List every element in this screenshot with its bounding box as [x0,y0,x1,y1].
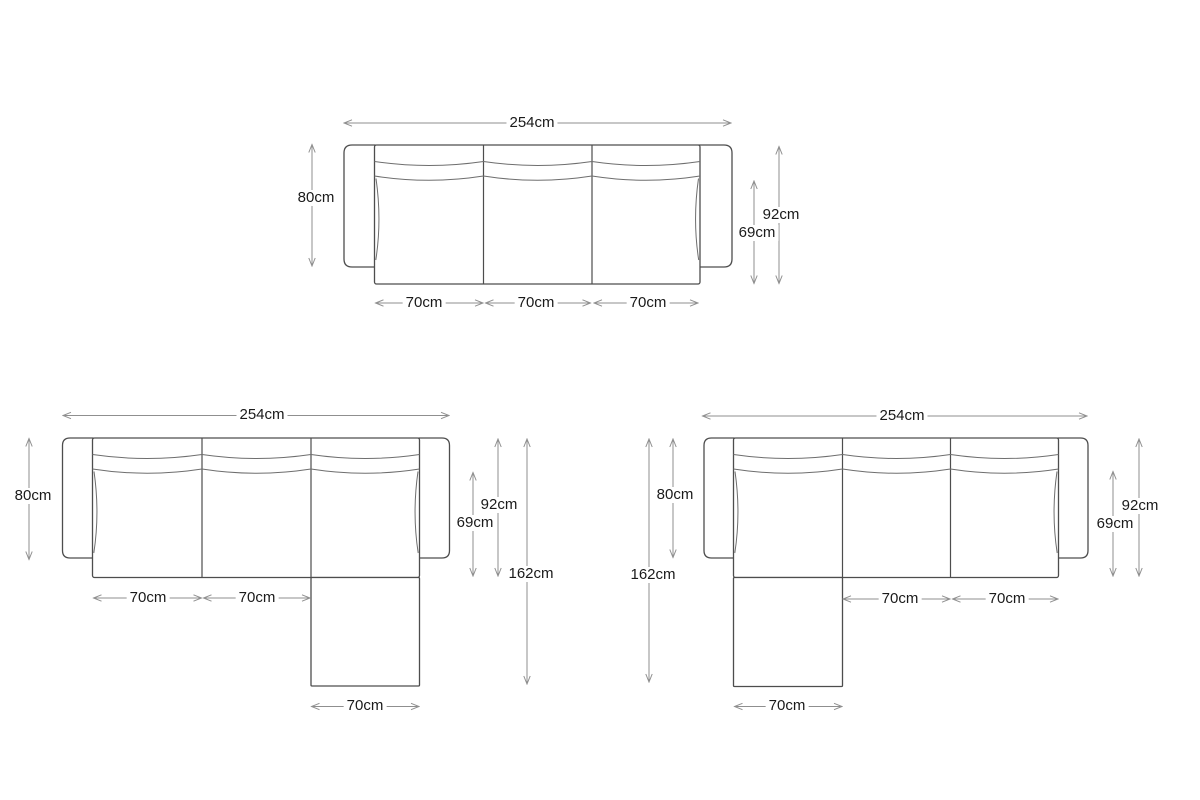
dim-label-seat-width-1: 70cm [126,590,170,606]
side-cushion-curve [375,178,380,261]
seat-body [732,437,1060,579]
chaise-right-sofa-drawing [61,437,451,687]
dim-label-arm-depth: 80cm [294,190,338,206]
dim-label-seat-width-1: 70cm [878,591,922,607]
dim-label-arm-depth: 80cm [11,488,55,504]
back-cushion-line [374,160,701,166]
left-armrest [61,437,94,559]
side-cushion-curve [695,178,700,261]
dim-label-seat-depth: 69cm [735,225,779,241]
three-seater-sofa-drawing [343,144,733,285]
side-cushion-curve [1053,471,1058,554]
seat-body [91,437,421,579]
right-armrest [418,437,451,559]
dim-label-seat-width-2: 70cm [514,295,558,311]
chaise-section [310,576,421,687]
dim-label-overall-depth: 92cm [759,207,803,223]
dim-label-seat-width-1: 70cm [402,295,446,311]
dim-label-chaise-width: 70cm [343,698,387,714]
back-cushion-line [92,453,420,459]
left-armrest [343,144,376,268]
dim-label-overall-width: 254cm [506,115,558,131]
side-cushion-curve [414,471,419,554]
dim-label-overall-length: 162cm [627,567,679,583]
dim-label-overall-depth: 92cm [1118,498,1162,514]
side-cushion-curve [93,471,98,554]
right-armrest [698,144,733,268]
dim-label-seat-depth: 69cm [453,515,497,531]
dim-label-seat-width-2: 70cm [235,590,279,606]
dim-label-overall-length: 162cm [505,566,557,582]
right-armrest [1057,437,1089,559]
dim-label-overall-depth: 92cm [477,497,521,513]
seat-body [373,144,701,285]
dim-label-seat-width-2: 70cm [985,591,1029,607]
dim-label-arm-depth: 80cm [653,487,697,503]
left-armrest [703,437,735,559]
dim-label-overall-width: 254cm [876,408,928,424]
back-cushion-line [374,175,701,181]
back-cushion-line [733,453,1059,459]
chaise-section [732,576,844,688]
side-cushion-curve [734,471,739,554]
dim-label-overall-width: 254cm [236,407,288,423]
dim-label-chaise-width: 70cm [765,698,809,714]
back-cushion-line [733,468,1059,474]
chaise-left-sofa-drawing [703,437,1089,688]
dim-label-seat-depth: 69cm [1093,516,1137,532]
back-cushion-line [92,468,420,474]
dim-label-seat-width-3: 70cm [626,295,670,311]
